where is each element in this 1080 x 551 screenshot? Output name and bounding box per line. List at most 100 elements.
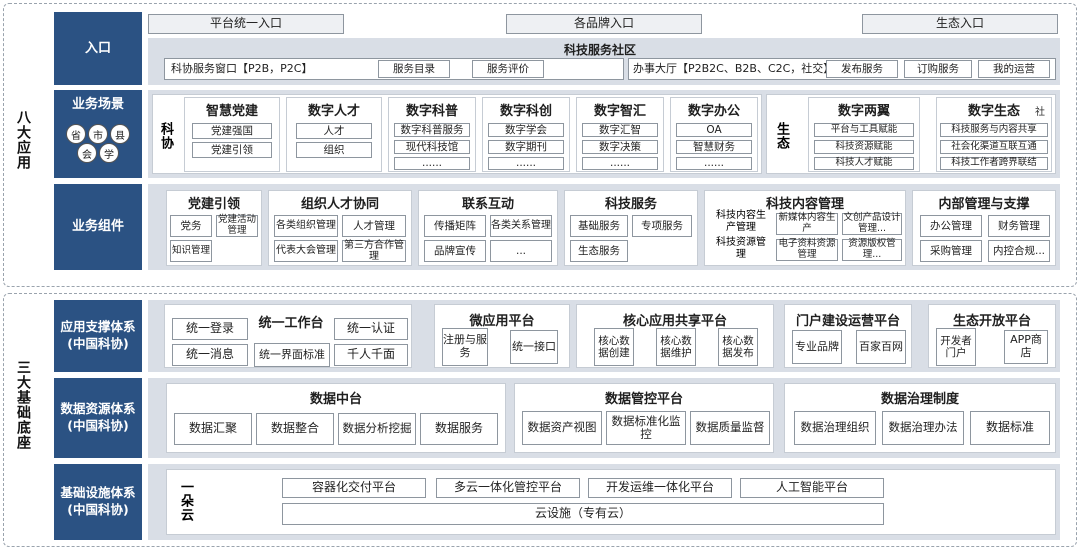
unified-login[interactable]: 统一登录 <box>172 318 248 340</box>
register-service[interactable]: 注册与服务 <box>442 328 488 366</box>
data-quality-supervise[interactable]: 数据质量监督 <box>690 411 770 445</box>
base-frame <box>3 293 1077 547</box>
scene-group-title: 数字科创 <box>499 104 552 119</box>
developer-portal[interactable]: 开发者门户 <box>936 328 976 366</box>
data-mining[interactable]: 数据分析挖掘 <box>338 413 416 445</box>
comp-item[interactable]: 人才管理 <box>342 215 406 237</box>
tab-platform-entry[interactable]: 平台统一入口 <box>148 14 344 34</box>
comp-item[interactable]: 知识管理 <box>170 240 212 262</box>
comp-item-label: 科技资源管理 <box>716 237 766 260</box>
comp-item[interactable]: 党务 <box>170 215 212 237</box>
comp-item[interactable]: 新媒体内容生产 <box>776 212 838 235</box>
data-asset-view[interactable]: 数据资产视图 <box>522 411 602 445</box>
scene-item[interactable]: ...... <box>582 157 658 170</box>
micro-app-title: 微应用平台 <box>469 314 535 329</box>
comp-item[interactable]: 各类组织管理 <box>274 215 338 237</box>
eight-apps-frame <box>3 3 1077 287</box>
comp-item[interactable]: 代表大会管理 <box>274 240 338 262</box>
comp-item[interactable]: 品牌宣传 <box>424 240 486 262</box>
comp-item[interactable]: 电子资料资源管理 <box>776 238 838 261</box>
scene-item[interactable]: 数字决策 <box>582 140 658 154</box>
data-gov-title: 数据治理制度 <box>880 392 959 407</box>
comp-item[interactable]: 传播矩阵 <box>424 215 486 237</box>
infra-text: 基础设施体系 (中国科协) <box>60 485 136 517</box>
comp-item[interactable]: 生态服务 <box>570 240 628 262</box>
comp-item[interactable]: 各类关系管理 <box>490 215 552 237</box>
container-platform[interactable]: 容器化交付平台 <box>282 478 426 498</box>
unified-message[interactable]: 统一消息 <box>172 344 248 366</box>
scene-item[interactable]: 智慧财务 <box>676 140 752 154</box>
unified-ui-standard[interactable]: 统一界面标准 <box>254 343 330 367</box>
comp-item[interactable]: ... <box>490 240 552 262</box>
core-data-maintain[interactable]: 核心数据维护 <box>656 328 696 366</box>
scene-item[interactable]: 数字期刊 <box>488 140 564 154</box>
ai-platform[interactable]: 人工智能平台 <box>740 478 884 498</box>
comp-group-title: 组织人才协同 <box>300 197 379 212</box>
comp-item[interactable]: 财务管理 <box>988 215 1050 237</box>
scene-item[interactable]: 平台与工具赋能 <box>814 123 914 137</box>
unified-interface[interactable]: 统一接口 <box>510 330 558 364</box>
publish-service-button[interactable]: 发布服务 <box>826 60 898 78</box>
comp-item[interactable]: 基础服务 <box>570 215 628 237</box>
comp-item[interactable]: 采购管理 <box>920 240 982 262</box>
cloud-infrastructure[interactable]: 云设施（专有云） <box>282 503 884 525</box>
core-data-publish[interactable]: 核心数据发布 <box>718 328 758 366</box>
service-evaluation-button[interactable]: 服务评价 <box>472 60 544 78</box>
scene-group-title: 数字两翼 <box>837 104 890 119</box>
data-aggregate[interactable]: 数据汇聚 <box>174 413 252 445</box>
section-three-bases: 三大基础底座 <box>15 360 31 450</box>
comp-item[interactable]: 文创产品设计管理... <box>842 212 902 235</box>
comp-group-title: 党建引领 <box>187 197 240 212</box>
unified-auth[interactable]: 统一认证 <box>334 318 408 340</box>
data-gov-org[interactable]: 数据治理组织 <box>794 411 876 445</box>
scene-item[interactable]: 党建引领 <box>192 142 272 158</box>
scene-item[interactable]: ...... <box>394 157 470 170</box>
one-cloud-label: 一朵云 <box>178 480 193 522</box>
app-store[interactable]: APP商店 <box>1004 330 1048 364</box>
data-service[interactable]: 数据服务 <box>420 413 498 445</box>
hundred-networks[interactable]: 百家百网 <box>856 330 906 364</box>
infra-label: 基础设施体系 (中国科协) <box>54 464 142 540</box>
personalization[interactable]: 千人千面 <box>334 344 408 366</box>
data-integrate[interactable]: 数据整合 <box>256 413 334 445</box>
tab-eco-entry[interactable]: 生态入口 <box>862 14 1058 34</box>
data-standard-monitor[interactable]: 数据标准化监控 <box>606 411 686 445</box>
app-support-text: 应用支撑体系 (中国科协) <box>60 319 136 351</box>
kexie-label: 科协 <box>158 122 173 150</box>
scene-item[interactable]: 数字汇智 <box>582 123 658 137</box>
data-zhongtai-title: 数据中台 <box>309 392 362 407</box>
comp-item[interactable]: 第三方合作管理 <box>342 239 406 262</box>
scene-item[interactable]: 科技工作者跨界联结 <box>940 157 1048 170</box>
service-directory-button[interactable]: 服务目录 <box>378 60 450 78</box>
multi-cloud-platform[interactable]: 多云一体化管控平台 <box>436 478 580 498</box>
core-data-create[interactable]: 核心数据创建 <box>594 328 634 366</box>
comp-item[interactable]: 办公管理 <box>920 215 982 237</box>
scene-item[interactable]: 科技人才赋能 <box>814 157 914 170</box>
my-operation-button[interactable]: 我的运营 <box>978 60 1050 78</box>
scene-item[interactable]: 组织 <box>296 142 372 158</box>
scene-item[interactable]: OA <box>676 123 752 137</box>
comp-group-title: 内部管理与支撑 <box>938 197 1030 212</box>
data-standard[interactable]: 数据标准 <box>970 411 1050 445</box>
comp-item[interactable]: 党建活动管理 <box>216 214 258 237</box>
scene-item[interactable]: 人才 <box>296 123 372 139</box>
devops-platform[interactable]: 开发运维一体化平台 <box>588 478 732 498</box>
comp-group-title: 科技服务 <box>604 197 657 212</box>
comp-item[interactable]: 专项服务 <box>632 215 692 237</box>
scene-item[interactable]: 社会化渠道互联互通 <box>940 140 1048 154</box>
eco-extra-mark: 社 <box>1035 107 1045 118</box>
comp-item[interactable]: 内控合规... <box>988 240 1050 262</box>
order-service-button[interactable]: 订购服务 <box>904 60 972 78</box>
comp-item[interactable]: 资源版权管理... <box>842 238 902 261</box>
data-gov-rules[interactable]: 数据治理办法 <box>882 411 964 445</box>
pro-brand[interactable]: 专业品牌 <box>792 330 842 364</box>
scene-item[interactable]: 现代科技馆 <box>394 140 470 154</box>
scene-item[interactable]: 科技资源赋能 <box>814 140 914 154</box>
scene-item[interactable]: 数字科普服务 <box>394 123 470 137</box>
scene-item[interactable]: 党建强国 <box>192 123 272 139</box>
scene-item[interactable]: 数字学会 <box>488 123 564 137</box>
tab-brand-entry[interactable]: 各品牌入口 <box>506 14 702 34</box>
scene-item[interactable]: 科技服务与内容共享 <box>940 123 1048 137</box>
scene-item[interactable]: ...... <box>676 157 752 170</box>
scene-item[interactable]: ...... <box>488 157 564 170</box>
